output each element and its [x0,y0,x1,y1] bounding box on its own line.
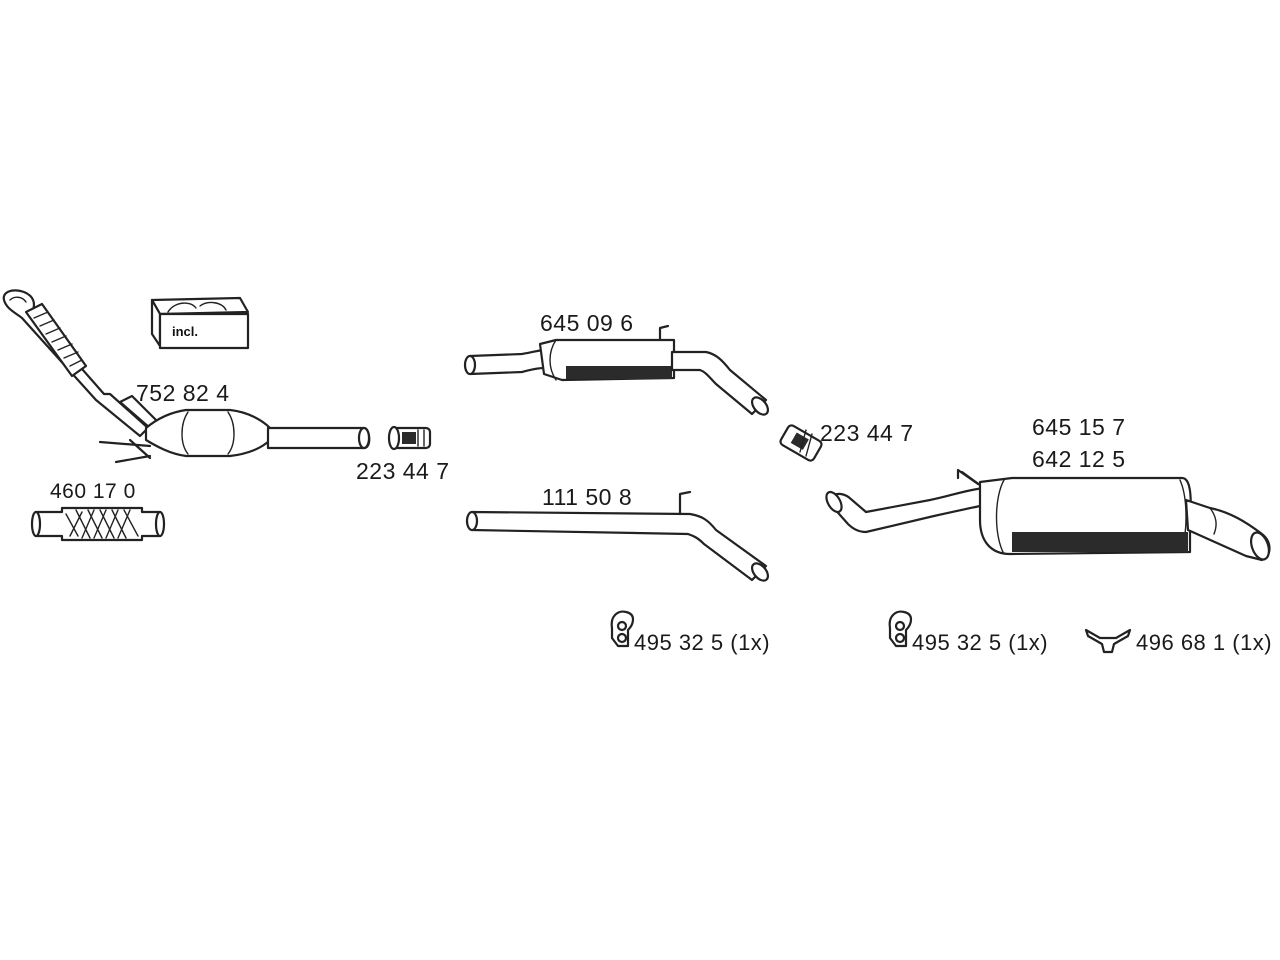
middle-pipe-part-number: 111 50 8 [542,484,633,510]
flex-pipe-part-number: 460 17 0 [50,480,136,503]
rubber-mount-icon[interactable] [610,610,635,648]
centre-silencer[interactable] [463,324,771,418]
clamp-rear[interactable] [779,424,823,462]
centre-silencer-part-number: 645 09 6 [540,310,634,336]
mounting-kit-box [150,296,250,350]
clamp-front[interactable] [387,425,432,451]
rear-silencer[interactable] [823,468,1272,562]
mounting-kit-badge: incl. [172,324,199,339]
clamp-rear-part-number: 223 44 7 [820,420,914,446]
middle-pipe[interactable] [465,490,771,584]
clamp-front-part-number: 223 44 7 [356,458,450,484]
rear-silencer-part-number-b: 642 12 5 [1032,446,1126,472]
rear-silencer-part-number-a: 645 15 7 [1032,414,1126,440]
y-hanger-part-number: 496 68 1 (1x) [1136,630,1273,655]
catalytic-converter-assembly[interactable] [2,289,371,464]
rubber-mount-2-part-number: 495 32 5 (1x) [912,630,1049,655]
rubber-mount-icon[interactable] [888,610,913,648]
rubber-mount-1-part-number: 495 32 5 (1x) [634,630,771,655]
y-hanger-icon[interactable] [1084,628,1132,654]
catalytic-converter-part-number: 752 82 4 [136,380,230,406]
flex-pipe[interactable] [30,506,166,542]
